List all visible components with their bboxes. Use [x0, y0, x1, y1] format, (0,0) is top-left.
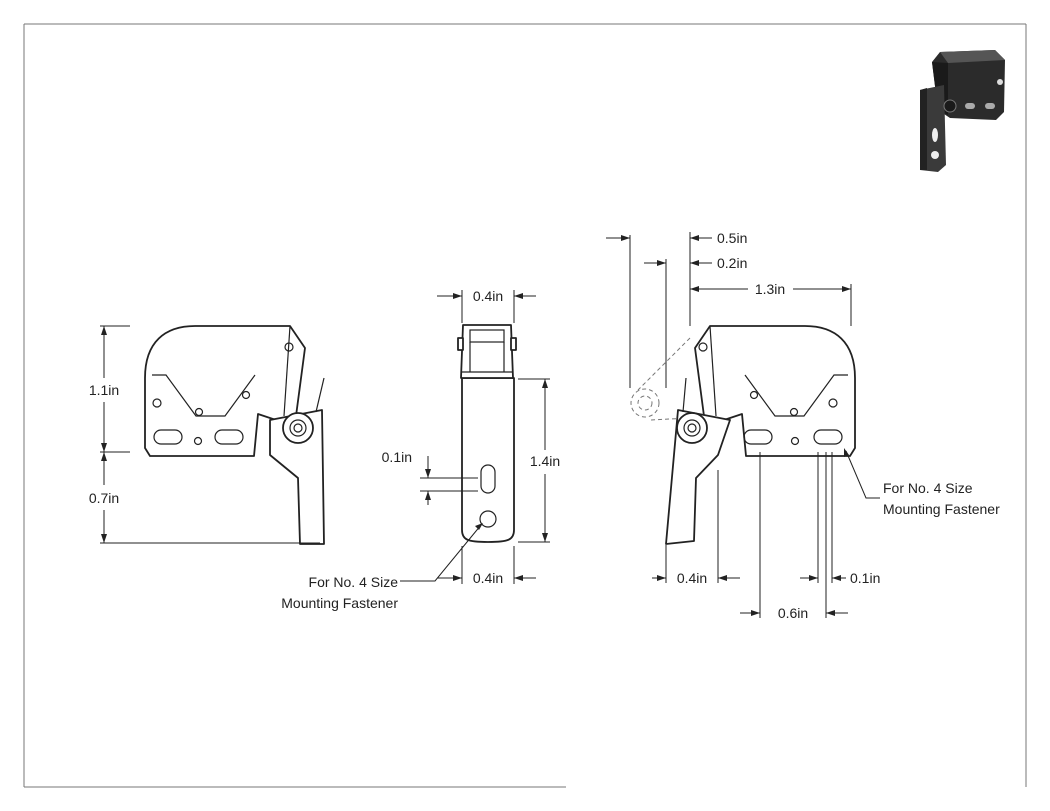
- mid-fastener-callout-line1: For No. 4 Size: [309, 574, 399, 590]
- dim-mid-slot-height: 0.1in: [382, 449, 412, 465]
- dim-left-height-lower: 0.7in: [89, 490, 119, 506]
- right-dimensions: [606, 232, 880, 618]
- mid-fastener-callout-line2: Mounting Fastener: [281, 595, 398, 611]
- left-view-part: [144, 325, 325, 545]
- left-dimensions: [100, 325, 320, 544]
- dim-mid-bottom-width: 0.4in: [473, 570, 503, 586]
- right-fastener-callout-line2: Mounting Fastener: [883, 501, 1000, 517]
- middle-view-part: [457, 324, 517, 543]
- dim-right-bottom-span: 0.6in: [778, 605, 808, 621]
- dim-right-bottom-left: 0.4in: [677, 570, 707, 586]
- dim-left-height-upper: 1.1in: [89, 382, 119, 398]
- dim-right-width: 1.3in: [755, 281, 785, 297]
- right-fastener-callout-line1: For No. 4 Size: [883, 480, 973, 496]
- latch-3d-thumbnail-icon: [920, 50, 1005, 172]
- dim-right-offset-a: 0.5in: [717, 230, 747, 246]
- dim-right-bottom-slot: 0.1in: [850, 570, 880, 586]
- dim-mid-height: 1.4in: [530, 453, 560, 469]
- drawing-frame: [23, 23, 1027, 788]
- middle-dimensions: [400, 290, 550, 584]
- dim-mid-top-width: 0.4in: [473, 288, 503, 304]
- dim-right-offset-b: 0.2in: [717, 255, 747, 271]
- right-view-part: [630, 325, 856, 545]
